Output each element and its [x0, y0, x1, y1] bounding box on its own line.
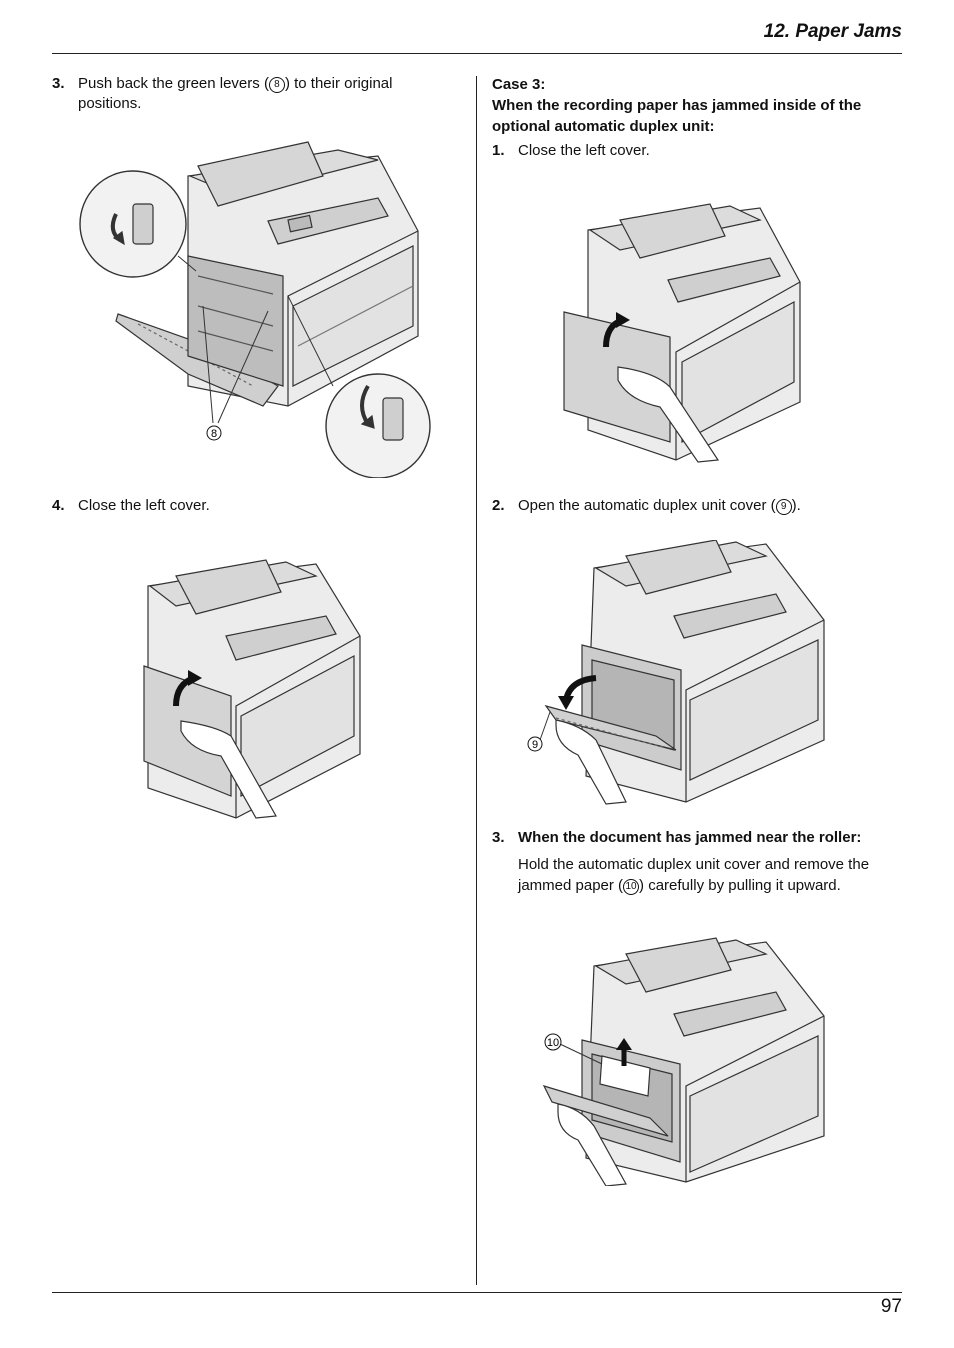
header-rule [52, 53, 902, 54]
illustration-close-left-cover-2 [563, 203, 801, 463]
zoom-circle-bottom [325, 373, 431, 478]
hand [557, 1103, 627, 1186]
case-subtitle: When the recording paper has jammed insi… [492, 97, 862, 135]
case-step-3-instructions: Hold the automatic duplex unit cover and… [518, 856, 870, 895]
callout-9: 9 [775, 499, 792, 515]
step-text: Close the left cover. [78, 497, 210, 514]
section-title: 12. Paper Jams [763, 21, 902, 42]
callout-8: 8 [211, 428, 217, 440]
column-divider [476, 76, 477, 1285]
hand [617, 366, 720, 463]
case-title: Case 3: [492, 76, 546, 93]
hand [555, 719, 627, 805]
page-number: 97 [880, 1296, 902, 1317]
illustration-open-duplex-cover: 9 [527, 540, 825, 805]
case-step-3: 3. When the document has jammed near the… [492, 828, 902, 848]
step-text: Open the automatic duplex unit cover (9)… [518, 497, 801, 515]
step-text: Push back the green levers (8) to their … [78, 75, 393, 112]
step-heading: When the document has jammed near the ro… [518, 829, 862, 846]
step-number: 1. [492, 142, 505, 159]
callout-9: 9 [532, 739, 538, 751]
step-number: 4. [52, 497, 65, 514]
illustration-remove-jammed-paper: 10 [542, 937, 825, 1186]
hand [180, 720, 277, 819]
step-number: 3. [52, 75, 65, 92]
footer-rule [52, 1292, 902, 1293]
step-4-close-left-cover: 4. Close the left cover. [52, 496, 452, 516]
step-number: 2. [492, 497, 505, 514]
case-3-heading: Case 3: When the recording paper has jam… [492, 74, 912, 137]
illustration-close-left-cover-1 [143, 559, 361, 819]
callout-10: 10 [547, 1037, 559, 1049]
callout-8: 8 [268, 77, 285, 93]
case-step-2: 2. Open the automatic duplex unit cover … [492, 496, 902, 516]
step-number: 3. [492, 829, 505, 846]
step-3-push-levers: 3. Push back the green levers (8) to the… [52, 74, 452, 114]
illustration-green-levers: 8 [79, 141, 431, 478]
case-step-1: 1. Close the left cover. [492, 141, 892, 161]
step-text: Close the left cover. [518, 142, 650, 159]
callout-10: 10 [623, 879, 640, 895]
